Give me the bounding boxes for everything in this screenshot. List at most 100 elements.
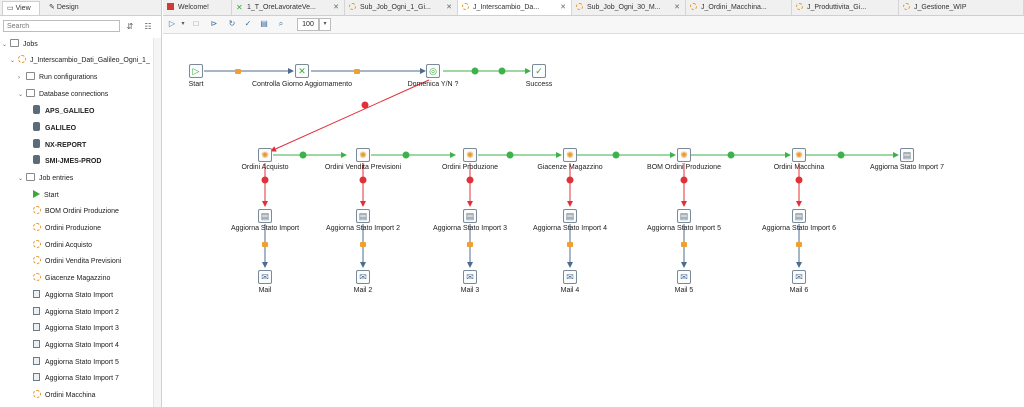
condition-icon: ◎ [429,66,437,76]
tree-job[interactable]: ⌄J_Interscambio_Dati_Galileo_Ogni_1_ [10,54,150,68]
tab-welcome[interactable]: Welcome! [163,0,232,15]
collapse-all-icon[interactable]: ☷ [144,22,152,31]
node-label: Aggiorna Stato Import 7 [870,164,944,171]
job-canvas[interactable]: ▷ Start ✕ Controlla Giorno Aggiornamento… [163,34,1024,407]
stop-icon[interactable]: □ [193,19,199,28]
update-node[interactable]: ▤ [258,209,272,223]
chevron-right-icon[interactable]: › [18,75,20,81]
tree-entry[interactable]: Aggiorna Stato Import 2 [33,306,119,320]
search-input[interactable] [3,20,120,32]
update-node[interactable]: ▤ [463,209,477,223]
tree-entry[interactable]: Ordini Produzione [33,222,101,236]
job-node[interactable]: ✺ [258,148,272,162]
start-node[interactable]: ▷ [189,64,203,78]
mail-icon: ✉ [261,272,269,282]
tab-job-active[interactable]: J_Interscambio_Da...✕ [458,0,572,15]
zoom-input[interactable]: 100 [297,18,319,31]
node-label: Ordini Macchina [773,164,825,171]
job-node[interactable]: ✺ [792,148,806,162]
final-update-node[interactable]: ▤ [900,148,914,162]
job-icon [33,273,41,281]
update-node[interactable]: ▤ [792,209,806,223]
tree-run-configurations[interactable]: ›Run configurations [18,71,97,85]
job-toolbar: ▷ ▾ □ ⊳ ↻ ✓ ▤ ⌕ 100 ▾ [163,16,1024,34]
hop-sunday-failure[interactable] [270,79,430,152]
tree-entry[interactable]: Ordini Acquisto [33,239,92,253]
success-node[interactable]: ✓ [532,64,546,78]
tree-connection[interactable]: APS_GALILEO [33,105,94,119]
tree-database-connections[interactable]: ⌄Database connections [18,88,108,102]
script-icon [33,340,40,348]
update-node[interactable]: ▤ [356,209,370,223]
tab-design[interactable]: ✎ Design [49,4,79,11]
update-node[interactable]: ▤ [563,209,577,223]
node-label: Aggiorna Stato Import [230,225,300,232]
chevron-down-icon[interactable]: ⌄ [18,92,24,98]
close-icon[interactable]: ✕ [446,4,452,11]
update-node[interactable]: ▤ [677,209,691,223]
job-node[interactable]: ✺ [463,148,477,162]
tree-entry[interactable]: Aggiorna Stato Import 4 [33,339,119,353]
script-icon: ▤ [358,211,368,221]
mail-node[interactable]: ✉ [677,270,691,284]
run-icon[interactable]: ▷ [168,19,176,28]
mail-node[interactable]: ✉ [792,270,806,284]
mail-icon: ✉ [359,272,367,282]
tree-connection[interactable]: NX-REPORT [33,139,86,153]
script-icon [33,357,40,365]
job-icon [33,256,41,264]
close-icon[interactable]: ✕ [333,4,339,11]
job-node[interactable]: ✺ [677,148,691,162]
close-icon[interactable]: ✕ [560,4,566,11]
tree-connection[interactable]: SMI-JMES-PROD [33,155,101,169]
mail-node[interactable]: ✉ [563,270,577,284]
chevron-down-icon[interactable]: ⌄ [2,42,8,48]
tree-entry[interactable]: Start [33,189,59,203]
tree-entry[interactable]: BOM Ordini Produzione [33,205,119,219]
tree-connection[interactable]: GALILEO [33,122,76,136]
explore-icon[interactable]: ⌕ [278,19,284,28]
script-icon [33,373,40,381]
tree-entry[interactable]: Aggiorna Stato Import [33,289,113,303]
tab-job[interactable]: J_Ordini_Macchina... [686,0,792,15]
expand-all-icon[interactable]: ⇵ [126,22,134,31]
tree-entry[interactable]: Aggiorna Stato Import 3 [33,322,119,336]
tree-scrollbar[interactable] [153,38,161,407]
tab-job[interactable]: J_Gestione_WIP [899,0,1024,15]
chevron-down-icon[interactable]: ▾ [319,18,331,31]
job-icon [462,3,469,10]
job-node[interactable]: ✺ [563,148,577,162]
tree-entry[interactable]: Ordini Vendita Previsioni [33,255,121,269]
tree-entry[interactable]: Ordini Macchina [33,389,96,403]
mail-node[interactable]: ✉ [258,270,272,284]
tab-transformation[interactable]: ✕1_T_OreLavorateVe...✕ [232,0,345,15]
chevron-down-icon[interactable]: ⌄ [18,176,24,182]
tab-job[interactable]: Sub_Job_Ogni_30_M...✕ [572,0,686,15]
node-label: Mail 2 [353,287,373,294]
node-label: Mail 4 [560,287,580,294]
sunday-check-node[interactable]: ◎ [426,64,440,78]
sql-icon[interactable]: ▤ [260,19,268,28]
mail-node[interactable]: ✉ [356,270,370,284]
script-icon: ▤ [679,211,689,221]
chevron-down-icon[interactable]: ⌄ [10,58,16,64]
tree-job-entries[interactable]: ⌄Job entries [18,172,73,186]
replay-icon[interactable]: ↻ [228,19,236,28]
close-icon[interactable]: ✕ [674,4,680,11]
check-day-node[interactable]: ✕ [295,64,309,78]
preview-icon[interactable]: ⊳ [210,19,218,28]
job-node[interactable]: ✺ [356,148,370,162]
tree-jobs[interactable]: ⌄Jobs [2,38,38,52]
tree-entry[interactable]: Giacenze Magazzino [33,272,110,286]
tree-entry[interactable]: Aggiorna Stato Import 7 [33,372,119,386]
tab-view[interactable]: ▭ View [2,1,40,15]
mail-node[interactable]: ✉ [463,270,477,284]
tab-job[interactable]: J_Produttivita_Gi... [792,0,899,15]
search-row: ⇵ ☷ [0,17,161,37]
check-icon[interactable]: ✓ [244,19,252,28]
failure-hops [262,163,802,207]
tab-job[interactable]: Sub_Job_Ogni_1_Gi...✕ [345,0,458,15]
dropdown-icon[interactable]: ▾ [181,21,185,27]
job-icon [18,55,26,63]
tree-entry[interactable]: Aggiorna Stato Import 5 [33,356,119,370]
